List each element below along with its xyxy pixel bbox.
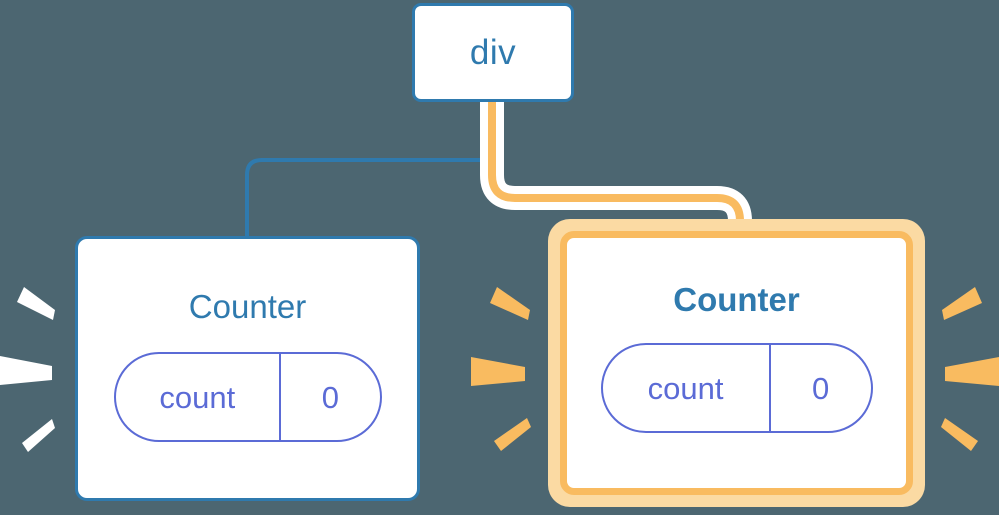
spark-icon xyxy=(945,357,999,386)
prop-value-label: 0 xyxy=(811,370,830,406)
node-counter-right[interactable]: Counter count 0 xyxy=(548,219,925,507)
spark-icon xyxy=(490,287,530,320)
spark-icon xyxy=(941,418,978,451)
spark-icon xyxy=(942,287,982,320)
edge-div-to-counter-right-halo xyxy=(480,100,752,232)
spark-icon xyxy=(471,357,525,386)
node-counter-left[interactable]: Counter count 0 xyxy=(75,236,420,501)
spark-group-left-counter-right xyxy=(471,287,531,451)
spark-group-right-counter-right xyxy=(941,287,999,451)
spark-icon xyxy=(17,287,55,320)
prop-pill-count-left: count 0 xyxy=(113,352,382,442)
prop-value-label: 0 xyxy=(321,379,339,415)
edge-div-to-counter-right xyxy=(488,100,744,232)
node-counter-left-title: Counter xyxy=(188,288,307,325)
edge-div-to-counter-left xyxy=(245,100,494,238)
node-div-label: div xyxy=(469,33,517,72)
prop-name-label: count xyxy=(116,354,282,440)
spark-group-left-counter-left xyxy=(0,287,55,452)
spark-icon xyxy=(494,418,531,451)
prop-pill-count-right: count 0 xyxy=(600,343,873,433)
spark-icon xyxy=(22,419,55,452)
node-counter-right-title: Counter xyxy=(673,281,800,318)
prop-name-label: count xyxy=(603,345,771,431)
node-counter-right-body: Counter count 0 xyxy=(560,231,913,495)
spark-icon xyxy=(0,356,52,385)
node-div[interactable]: div xyxy=(412,3,574,102)
